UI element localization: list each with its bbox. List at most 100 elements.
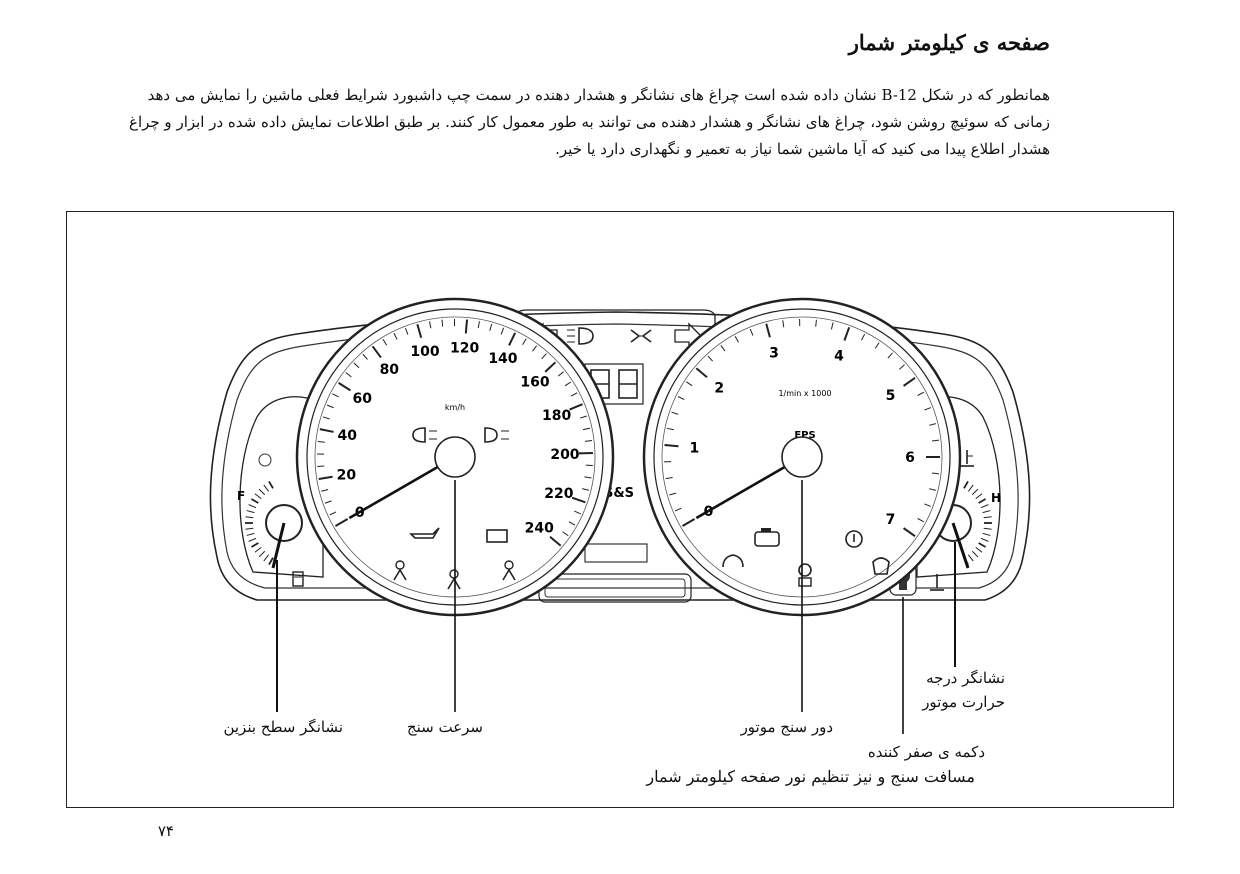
speedometer-tick	[557, 371, 564, 377]
tachometer-tick	[899, 364, 905, 370]
speedometer-tick	[322, 416, 330, 420]
tachometer-tick	[887, 352, 893, 359]
speedometer-tick-label: 240	[525, 521, 554, 537]
tachometer-tick	[830, 322, 834, 330]
tachometer-tick	[924, 407, 932, 411]
page-number: ۷۴	[157, 822, 174, 840]
speedometer-callout: سرعت سنج	[406, 718, 483, 736]
speedometer-tick	[393, 333, 398, 340]
speedometer-tick-label: 40	[338, 428, 358, 444]
speedometer-tick	[541, 353, 547, 360]
speedometer-tick	[319, 428, 334, 433]
speedometer-tick	[582, 488, 590, 491]
speedometer-tick	[441, 319, 444, 327]
fuel-gauge-tick	[258, 488, 266, 496]
fuel-gauge-tick	[263, 554, 270, 562]
tachometer-tick	[665, 476, 673, 480]
speedometer-tick-label: 200	[550, 447, 579, 463]
speedometer-tick-label: 180	[542, 408, 571, 424]
tachometer-tick-label: 6	[905, 450, 915, 466]
tachometer-tick	[928, 488, 937, 491]
paragraph-line: زمانی که سوئیچ روشن شود، چراغ های نشانگر…	[129, 113, 1050, 131]
tachometer-hub	[781, 436, 823, 478]
fuel-gauge-tick	[250, 542, 259, 548]
page-title: صفحه ی کیلومتر شمار	[848, 30, 1050, 55]
temperature-gauge-tick	[963, 480, 969, 489]
dashboard-figure: F H	[66, 211, 1174, 808]
fuel-gauge-tick	[268, 557, 274, 566]
speedometer-tick	[569, 403, 583, 411]
speedometer-tick-label: 20	[337, 468, 357, 484]
brake-warning-icon	[845, 530, 863, 548]
speedometer-tick-label: 140	[488, 351, 517, 367]
tachometer-tick	[861, 333, 866, 341]
coolant-temperature-small-icon	[930, 574, 944, 591]
speedometer-tick-label: 100	[410, 344, 439, 360]
odometer-display	[584, 543, 648, 563]
speedometer-tick	[321, 489, 329, 492]
tachometer-tick-label: 5	[886, 388, 896, 404]
tachometer-tick-label: 3	[769, 346, 779, 362]
tachometer-tick-label: 4	[834, 349, 844, 365]
speedometer: 020406080100120140160180200220240 km/h	[295, 297, 615, 617]
speedometer-tick	[500, 327, 505, 335]
speedometer-hub	[434, 436, 476, 478]
tachometer-tick-label: 2	[714, 381, 724, 397]
speedometer-tick-label: 220	[544, 486, 573, 502]
temperature-callout-line2: حرارت موتور	[922, 693, 1005, 711]
tachometer-tick	[928, 423, 937, 426]
tachometer-tick	[931, 439, 940, 442]
tachometer-tick	[903, 527, 916, 537]
tachometer-tick	[720, 345, 726, 352]
speedometer-tick	[477, 321, 480, 329]
tachometer-tick	[765, 323, 771, 338]
fuel-warning-dot	[258, 453, 272, 467]
temperature-gauge-tick	[983, 516, 992, 519]
tachometer-tick	[681, 518, 696, 527]
fuel-needle	[271, 522, 286, 569]
passenger-seatbelt-icon	[447, 569, 461, 590]
speedometer-tick	[544, 361, 557, 373]
temperature-gauge-tick	[967, 554, 974, 562]
speedometer-tick	[574, 510, 581, 515]
fuel-gauge-ticks	[245, 480, 274, 566]
tachometer-tick	[664, 443, 679, 448]
speedometer-tick	[582, 427, 591, 431]
speedometer-tick-label: 160	[520, 375, 549, 391]
rear-fog-light-icon	[412, 427, 437, 443]
seatbelt-icon	[393, 560, 407, 581]
eps-label: EPS	[794, 430, 815, 441]
temperature-gauge-tick	[967, 484, 974, 492]
temperature-gauge-tick	[978, 542, 987, 548]
immobilizer-icon	[722, 554, 744, 568]
speedometer-tick	[522, 338, 527, 346]
tachometer-tick	[677, 396, 685, 401]
speedometer-tick	[318, 475, 333, 480]
speedometer-tick	[532, 345, 538, 352]
speedometer-tick	[549, 535, 562, 547]
tachometer-tick	[874, 342, 880, 349]
speedometer-tick	[362, 353, 368, 360]
speedometer-tick	[584, 439, 593, 442]
fuel-gauge-tick	[258, 550, 266, 558]
tachometer-tick-label: 1	[690, 441, 700, 457]
tachometer-tick	[924, 503, 932, 507]
speedometer-tick	[564, 381, 572, 387]
instrument-cluster-drawing: F H	[209, 297, 1031, 734]
fuel-full-label: F	[237, 489, 245, 503]
fuel-gauge-tick	[245, 527, 254, 530]
tachometer-tick	[695, 367, 708, 379]
temperature-gauge-tick	[983, 527, 992, 530]
tachometer-tick	[669, 492, 677, 496]
check-engine-icon	[754, 528, 780, 547]
speedometer-ticks	[317, 318, 593, 547]
fuel-gauge-tick	[254, 493, 262, 500]
speedometer-tick	[570, 392, 578, 397]
temperature-callout-line1: نشانگر درجه	[926, 669, 1005, 687]
temperature-gauge-tick	[980, 537, 989, 542]
temperature-gauge-tick	[982, 532, 991, 536]
temperature-gauge-tick	[978, 498, 987, 504]
fuel-gauge-tick	[254, 546, 262, 553]
speedometer-tick	[326, 404, 334, 409]
speedometer-tick	[429, 321, 432, 329]
